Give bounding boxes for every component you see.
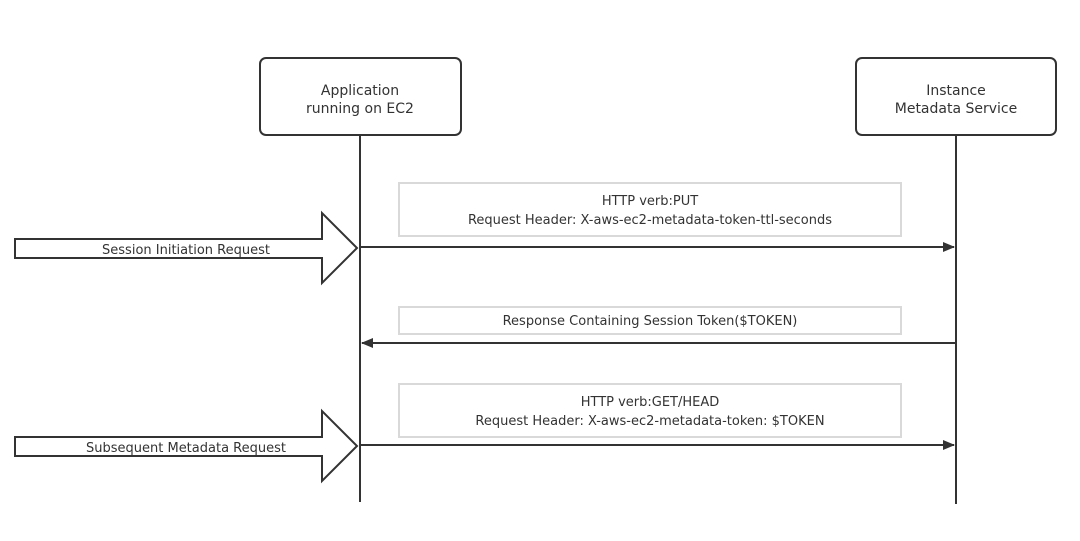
message-get-note: [398, 383, 902, 438]
participant-application-line1: Application: [321, 83, 399, 99]
message-put-note: [398, 182, 902, 237]
message-put: HTTP verb:PUT Request Header: X-aws-ec2-…: [360, 182, 955, 252]
input-arrow-subsequent-shape: [14, 408, 359, 484]
input-arrow-session: Session Initiation Request: [14, 210, 359, 286]
message-get: HTTP verb:GET/HEAD Request Header: X-aws…: [360, 383, 955, 450]
input-arrow-subsequent-label: Subsequent Metadata Request: [86, 441, 286, 456]
message-put-line1: HTTP verb:PUT: [602, 194, 698, 209]
input-arrow-session-shape: [14, 210, 359, 286]
message-get-line1: HTTP verb:GET/HEAD: [581, 395, 720, 410]
participant-imds-line2: Metadata Service: [895, 101, 1018, 117]
message-get-line2: Request Header: X-aws-ec2-metadata-token…: [475, 414, 824, 429]
input-arrow-subsequent: Subsequent Metadata Request: [14, 408, 359, 484]
message-response: Response Containing Session Token($TOKEN…: [361, 306, 956, 348]
input-arrow-session-label: Session Initiation Request: [102, 243, 270, 258]
message-put-line2: Request Header: X-aws-ec2-metadata-token…: [468, 213, 832, 228]
message-response-note: [398, 306, 902, 335]
message-response-line1: Response Containing Session Token($TOKEN…: [503, 314, 798, 329]
participant-imds-line1: Instance: [926, 83, 986, 99]
participant-application: Application running on EC2: [259, 57, 462, 136]
participant-imds: Instance Metadata Service: [855, 57, 1057, 136]
participant-application-line2: running on EC2: [306, 101, 414, 117]
